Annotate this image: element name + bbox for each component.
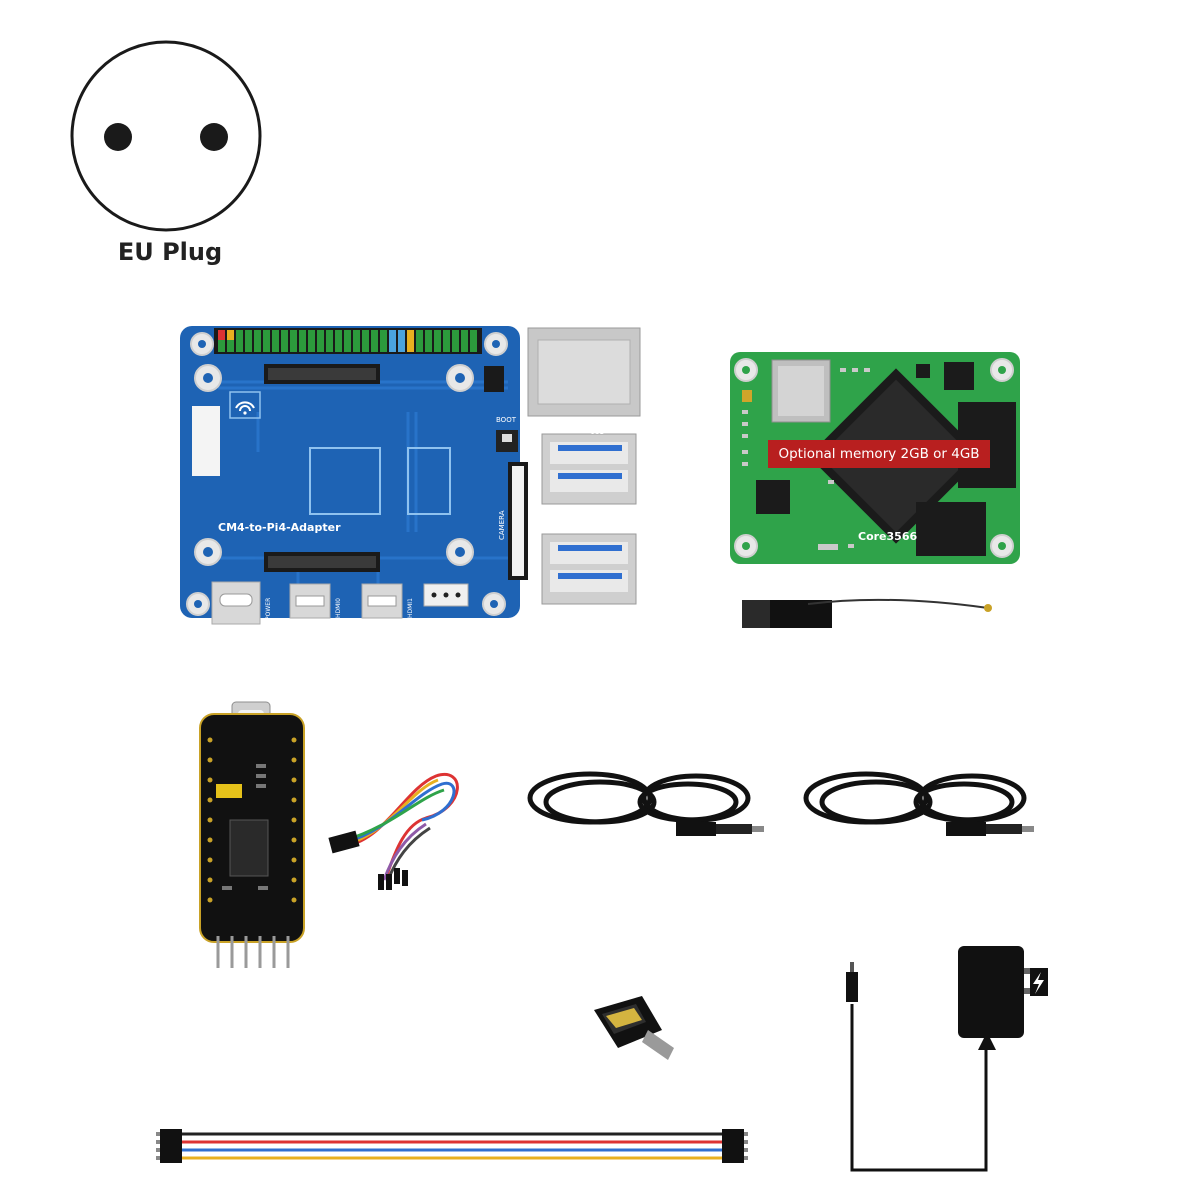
lightning-icon [1030, 968, 1048, 996]
usb-ports [541, 433, 637, 605]
hdmi-label-2: HDMI1 [407, 598, 414, 618]
usb-label-2: USB [590, 526, 605, 534]
gpio-header [214, 328, 482, 354]
hdmi-adapter [594, 996, 674, 1060]
wifi-antenna [742, 598, 992, 628]
usb-cable-2 [803, 771, 1034, 836]
plug-type-label: EU Plug [117, 238, 223, 266]
eu-plug-icon [70, 40, 262, 232]
dupont-jumper-wires [156, 1129, 748, 1163]
usb-uart-board [199, 701, 305, 968]
adapter-board-title: CM4-to-Pi4-Adapter [218, 521, 341, 534]
usb-label-1: USB [590, 428, 605, 436]
boot-label: BOOT [496, 416, 517, 424]
hdmi-label-1: HDMI0 [335, 598, 342, 618]
memory-option-banner: Optional memory 2GB or 4GB [768, 440, 990, 468]
wifi-icon [235, 401, 255, 412]
core-module-model: Core3566 [858, 530, 917, 543]
jumper-wires [328, 773, 459, 890]
power-label: POWER [265, 598, 272, 620]
power-adapter [846, 946, 1048, 1172]
usb-cable-1 [527, 771, 764, 836]
camera-label: CAMERA [498, 510, 506, 540]
adapter-board: CM4-to-Pi4-Adapter BOOT USB USB CAMERA H… [180, 326, 641, 625]
